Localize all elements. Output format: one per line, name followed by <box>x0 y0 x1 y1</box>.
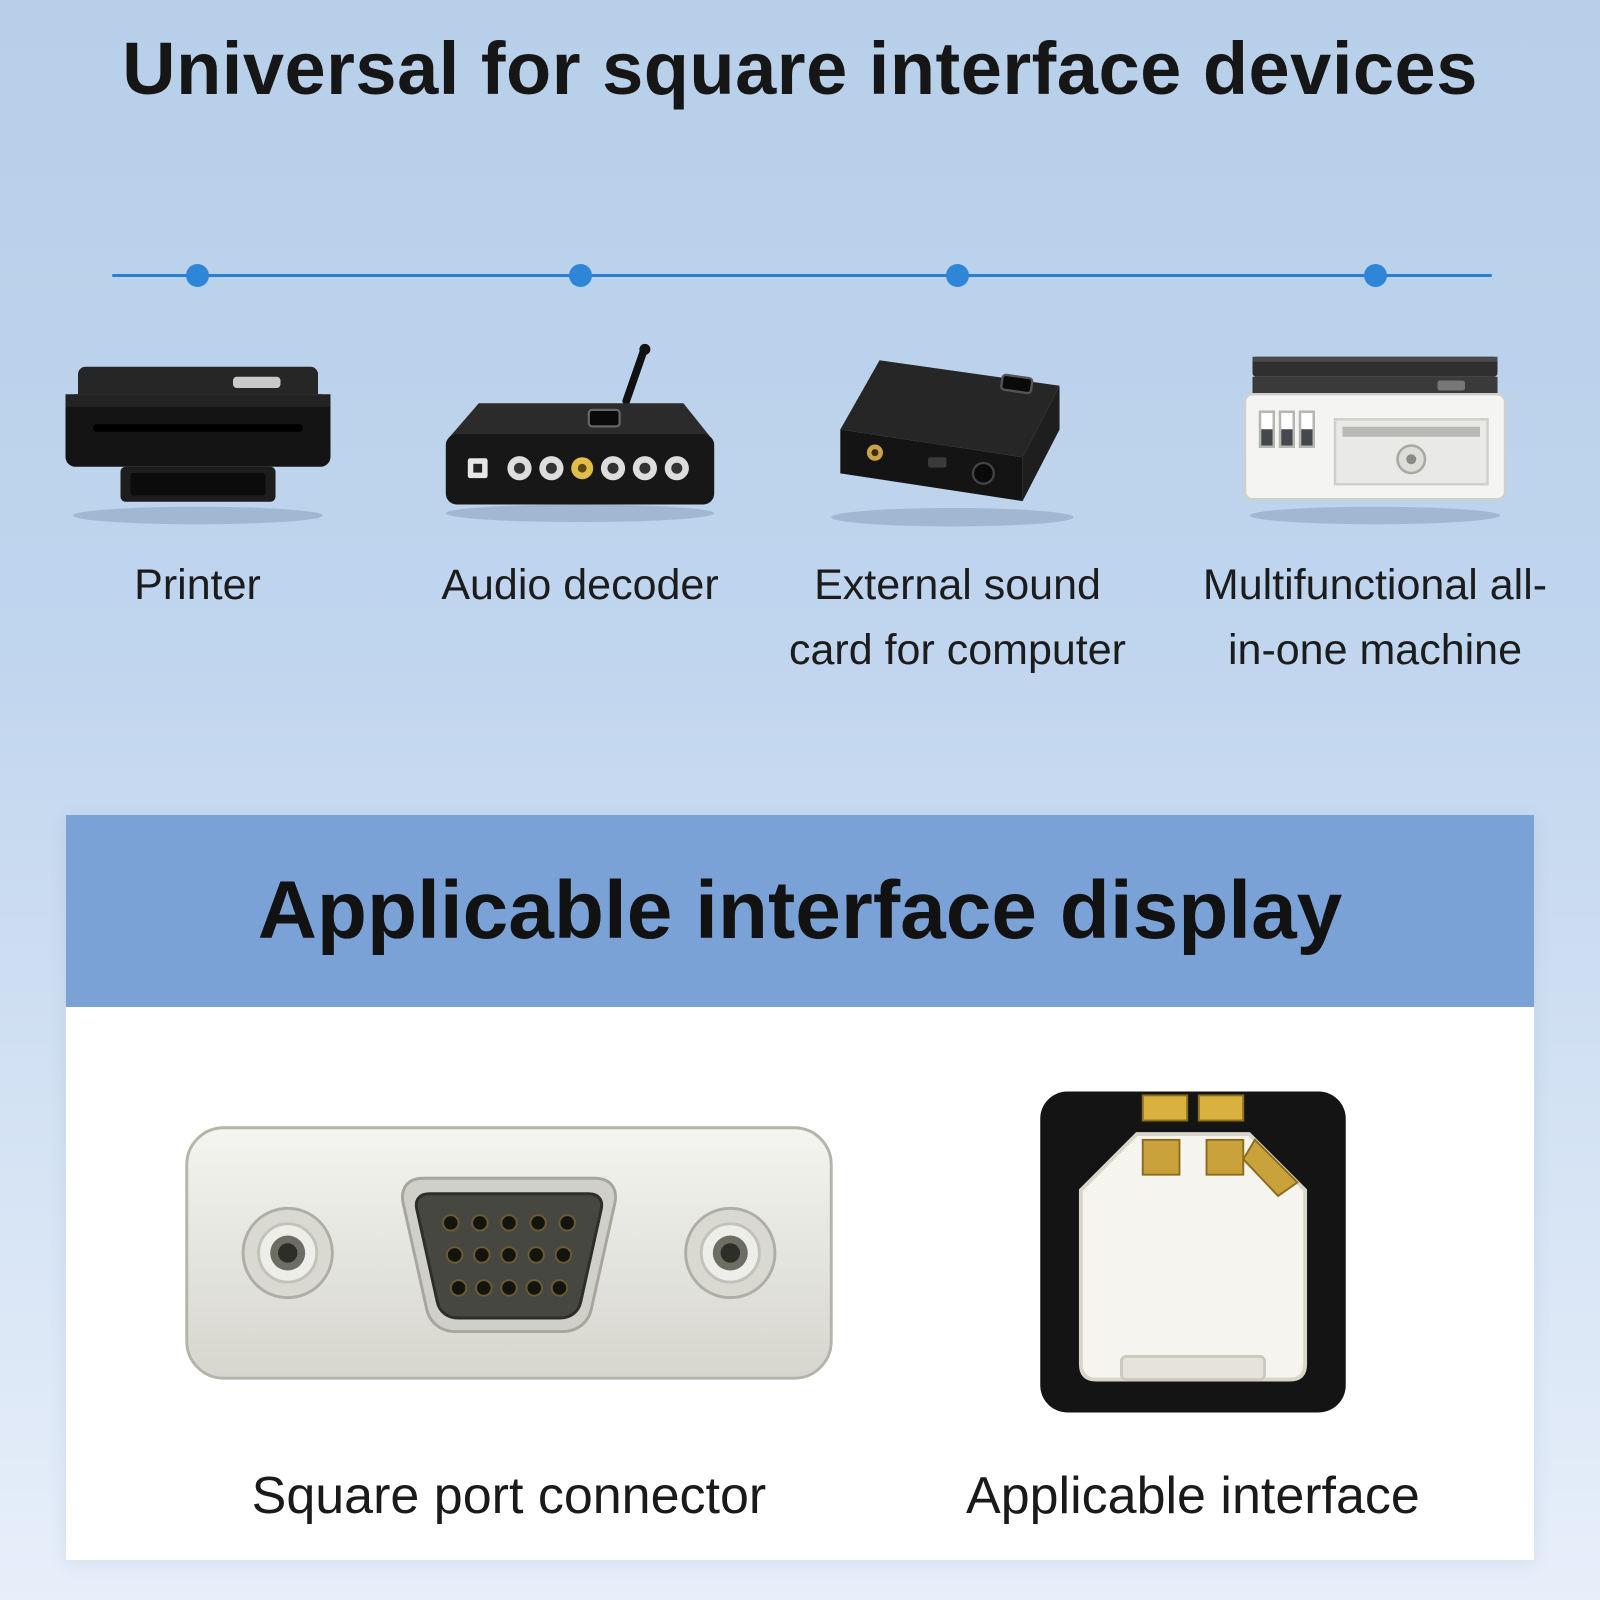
timeline-dot <box>946 263 969 287</box>
printer-icon <box>65 366 330 525</box>
page-title: Universal for square interface devices <box>122 27 1478 110</box>
timeline-dot <box>186 263 209 287</box>
device-audio-decoder: Audio decoder <box>395 321 765 682</box>
timeline-line <box>112 274 1492 277</box>
iface-art <box>902 1037 1484 1466</box>
device-all-in-one: Multifunctional all-in-one machine <box>1150 321 1600 682</box>
vga-connector-icon <box>185 1125 833 1380</box>
audio-decoder-icon <box>445 343 715 523</box>
timeline-dot-cell <box>0 263 395 287</box>
timeline-dot <box>1363 263 1387 287</box>
antenna <box>622 346 648 405</box>
sound-card-icon <box>830 360 1073 527</box>
timeline-dot <box>568 263 592 287</box>
device-art <box>395 321 765 533</box>
device-sound-card: External sound card for computer <box>765 321 1150 682</box>
timeline-dot-cell <box>765 263 1150 287</box>
usb-top-contact-right <box>1197 1093 1245 1121</box>
all-in-one-icon <box>1243 356 1507 525</box>
device-art <box>1150 321 1600 533</box>
caption-square-port: Square port connector <box>251 1467 767 1525</box>
usb-b-port-icon <box>1040 1091 1346 1412</box>
device-timeline <box>0 263 1600 287</box>
timeline-dot-cell <box>1150 263 1600 287</box>
usb-bottom-tab <box>1119 1354 1266 1381</box>
figure-applicable-interface: Applicable interface <box>902 1037 1484 1532</box>
device-label: Printer <box>134 561 261 609</box>
usb-cavity <box>1078 1131 1308 1382</box>
device-printer: Printer <box>0 321 395 682</box>
screw-hole-right <box>684 1206 777 1299</box>
device-label: Audio decoder <box>441 561 719 609</box>
caption-applicable-interface: Applicable interface <box>966 1467 1420 1525</box>
usb-top-contact-left <box>1141 1093 1189 1121</box>
device-art <box>0 321 395 533</box>
interface-panel: Applicable interface display <box>66 815 1534 1560</box>
timeline-dot-cell <box>395 263 765 287</box>
panel-body: Square port connector Appl <box>66 1007 1534 1560</box>
screw-hole-left <box>241 1206 334 1299</box>
timeline-dots <box>0 263 1600 287</box>
device-art <box>765 321 1150 533</box>
figure-square-port: Square port connector <box>116 1037 902 1532</box>
device-label: Multifunctional all-in-one machine <box>1202 561 1548 674</box>
panel-header: Applicable interface display <box>66 815 1534 1007</box>
device-label: External sound card for computer <box>789 561 1126 674</box>
devices-row: Printer <box>0 321 1600 682</box>
d-sub-socket <box>401 1176 617 1333</box>
iface-art <box>116 1037 902 1466</box>
